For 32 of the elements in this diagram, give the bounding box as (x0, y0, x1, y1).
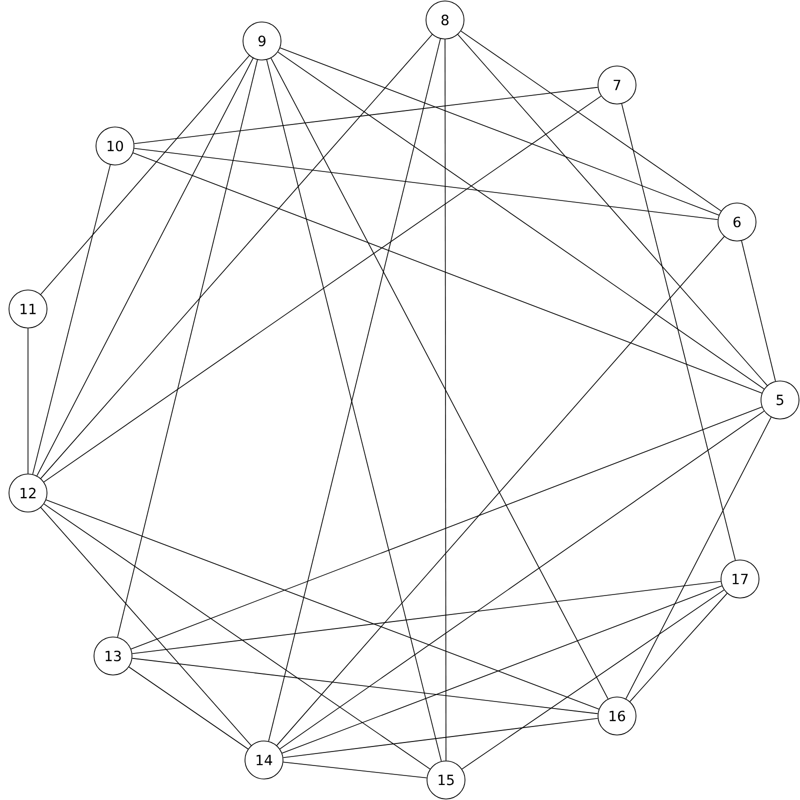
edge-line (462, 590, 724, 770)
edge-line (128, 666, 248, 750)
edge-line (444, 39, 446, 761)
edge-line (280, 48, 720, 216)
edge-line (626, 416, 772, 700)
edge-line (621, 103, 736, 561)
edge-line (270, 58, 608, 700)
edge-line (117, 59, 258, 638)
edge-line (36, 58, 254, 476)
edge-line (278, 52, 764, 390)
edge-line (276, 236, 725, 746)
edge-line (132, 580, 722, 654)
edge-line (132, 152, 762, 394)
edge-line (460, 30, 722, 212)
edge-line (44, 504, 430, 770)
edge-line (741, 240, 776, 382)
edge-line (280, 410, 764, 750)
edge-line (46, 499, 600, 710)
edge-line (40, 507, 252, 746)
edge-line (134, 86, 598, 144)
edge-line (630, 593, 728, 702)
edge-line (282, 586, 722, 754)
edge-line (457, 34, 768, 386)
edge-line (132, 658, 598, 714)
edge-line (44, 96, 602, 482)
edge-line (40, 55, 250, 295)
edge-line (282, 718, 598, 758)
edge-line (130, 406, 762, 650)
edge-line (134, 148, 718, 220)
edge-line (282, 762, 428, 778)
edge-line (32, 164, 111, 475)
edge-line (40, 34, 433, 479)
